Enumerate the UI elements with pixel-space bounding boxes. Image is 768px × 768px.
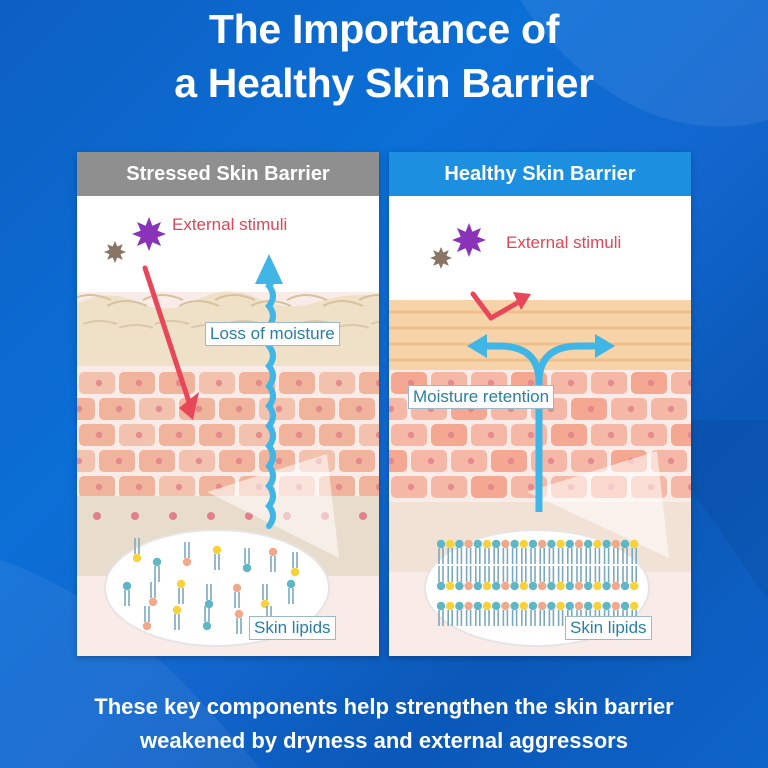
caption-line-2: weakened by dryness and external aggress… xyxy=(140,728,628,753)
healthy-panel-heading: Healthy Skin Barrier xyxy=(389,152,691,196)
title-line-2: a Healthy Skin Barrier xyxy=(174,60,594,106)
healthy-stimuli-label: External stimuli xyxy=(506,233,622,252)
moisture-loss-arrow xyxy=(265,263,276,529)
page-title: The Importance of a Healthy Skin Barrier xyxy=(0,2,768,110)
stimulus-star-large xyxy=(452,223,486,257)
stimuli-arrow xyxy=(142,265,192,405)
caption-line-1: These key components help strengthen the… xyxy=(94,694,674,719)
loss-of-moisture-label: Loss of moisture xyxy=(205,322,340,346)
stimulus-star-small xyxy=(104,241,126,263)
stimulus-star-large xyxy=(132,217,166,251)
stressed-stimuli-label: External stimuli xyxy=(172,215,288,234)
healthy-skin-panel: Healthy Skin Barrier External stimuli Mo… xyxy=(389,152,691,656)
healthy-skin-lipids-label: Skin lipids xyxy=(565,616,652,640)
stimulus-star-small xyxy=(430,247,452,269)
stimuli-deflect-arrow xyxy=(470,291,522,321)
stressed-skin-panel: Stressed Skin Barrier External stimuli L… xyxy=(77,152,379,656)
stressed-skin-lipids-label: Skin lipids xyxy=(249,616,336,640)
stressed-panel-heading: Stressed Skin Barrier xyxy=(77,152,379,196)
healthy-skin-illustration xyxy=(389,196,691,656)
moisture-retention-label: Moisture retention xyxy=(408,385,555,409)
bottom-caption: These key components help strengthen the… xyxy=(0,690,768,758)
stressed-skin-illustration xyxy=(77,196,379,656)
title-line-1: The Importance of xyxy=(208,6,560,52)
moisture-retention-arrow xyxy=(483,342,595,383)
